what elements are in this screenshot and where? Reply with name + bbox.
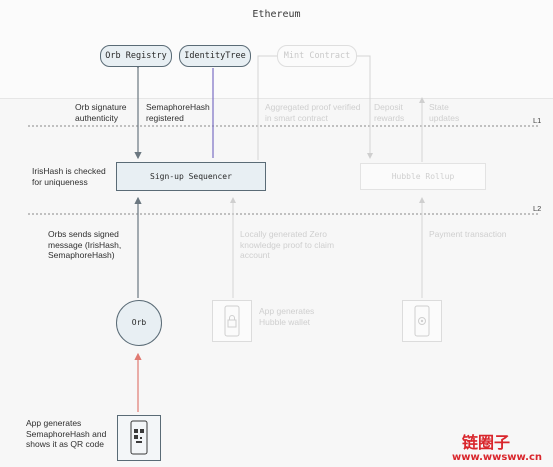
payment-transaction-note: Payment transaction xyxy=(429,229,507,239)
deposit-rewards-note: Deposit rewards xyxy=(374,102,405,123)
hubble-rollup-node[interactable]: Hubble Rollup xyxy=(360,163,486,190)
mint-contract[interactable]: Mint Contract xyxy=(277,45,357,67)
orb-registry-contract[interactable]: Orb Registry xyxy=(100,45,172,67)
ethereum-title: Ethereum xyxy=(252,9,301,20)
iris-hash-note: IrisHash is checked for uniqueness xyxy=(32,166,106,187)
orb-signature-note: Orb signature authenticity xyxy=(75,102,127,123)
l2-label: L2 xyxy=(533,204,542,213)
l1-label: L1 xyxy=(533,116,542,125)
aggregated-proof-note: Aggregated proof verified in smart contr… xyxy=(265,102,361,123)
qr-device[interactable] xyxy=(117,415,161,461)
watermark-url: www.wwsww.cn xyxy=(452,452,542,463)
semaphore-registered-note: SemaphoreHash registered xyxy=(146,102,210,123)
gear-icon xyxy=(414,305,430,337)
signup-sequencer-node[interactable]: Sign-up Sequencer xyxy=(116,162,266,191)
ethereum-layer xyxy=(0,0,553,99)
orb-node[interactable]: Orb xyxy=(116,300,162,346)
app-semaphore-note: App generates SemaphoreHash and shows it… xyxy=(26,418,107,449)
app-wallet-note: App generates Hubble wallet xyxy=(259,306,315,327)
watermark-brand: 链圈子 xyxy=(462,433,511,452)
qr-code-icon xyxy=(130,420,148,455)
wallet-device[interactable] xyxy=(212,300,252,342)
arrow-mint-hubble xyxy=(356,55,373,159)
lock-icon xyxy=(224,305,240,337)
state-updates-note: State updates xyxy=(429,102,460,123)
zk-proof-note: Locally generated Zero knowledge proof t… xyxy=(240,229,335,260)
identity-tree-contract[interactable]: IdentityTree xyxy=(179,45,251,67)
payment-device[interactable] xyxy=(402,300,442,342)
orb-sends-note: Orbs sends signed message (IrisHash, Sem… xyxy=(48,229,122,260)
arrow-sequencer-mint xyxy=(257,55,278,160)
